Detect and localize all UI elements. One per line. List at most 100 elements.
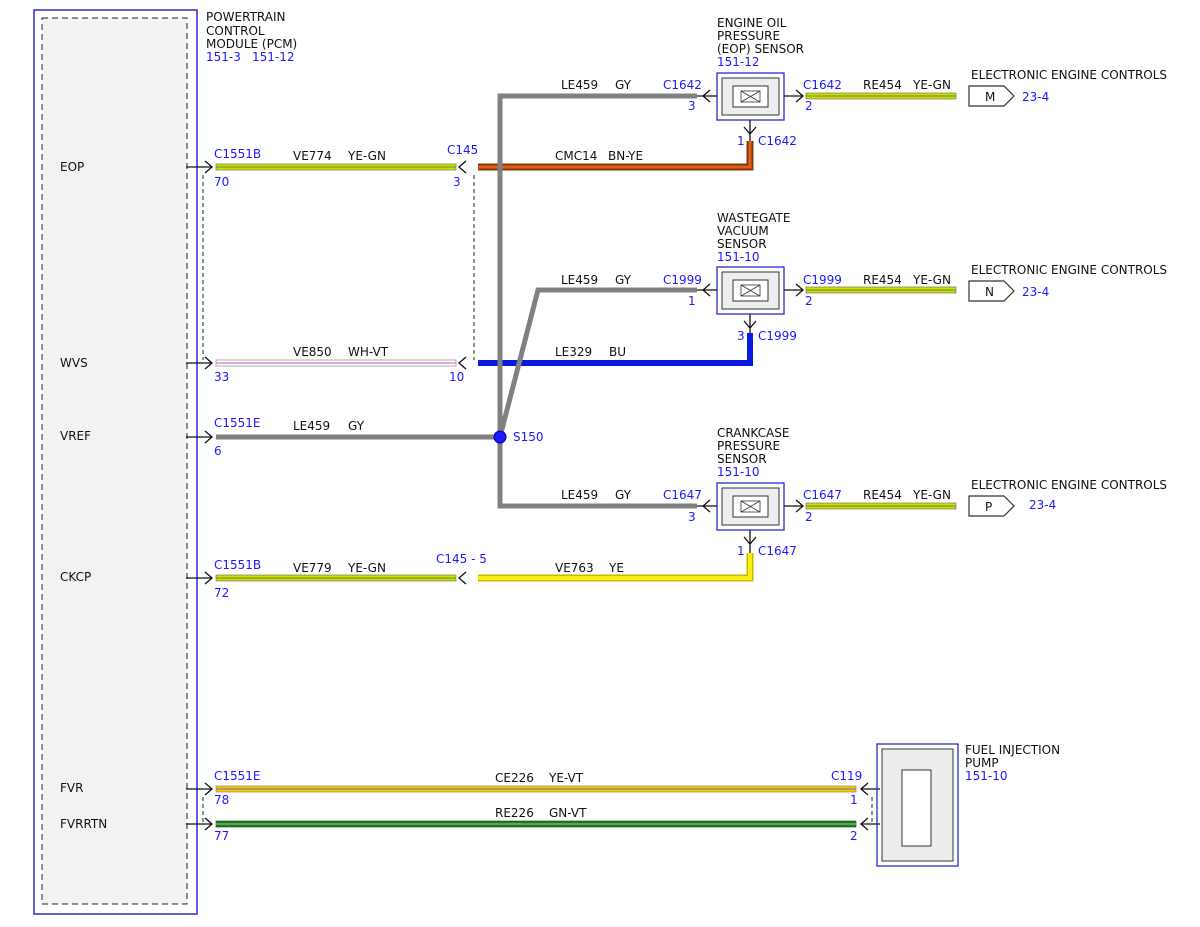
pcm-pin-ckcp: CKCP	[60, 570, 91, 584]
pin-72: 72	[214, 586, 229, 600]
wire-fvr-color: YE-VT	[548, 771, 584, 785]
wire-ckcp-sensor-color: YE	[608, 561, 624, 575]
wvs-sensor-name-line2: VACUUM	[717, 224, 769, 238]
c119-pin-2: 2	[850, 829, 858, 843]
eec-flag-n-letter: N	[985, 285, 994, 299]
wire-vref-pcm-color: GY	[348, 419, 365, 433]
wvs-sensor-ref[interactable]: 151-10	[717, 250, 760, 264]
wire-fvrrtn[interactable]	[215, 820, 857, 828]
conn-c1647-c-pin: 1	[737, 544, 745, 558]
fuel-injection-pump[interactable]	[876, 743, 959, 867]
ckcp-sensor-name-line3: SENSOR	[717, 452, 767, 466]
pin-33: 33	[214, 370, 229, 384]
wire-eec-n-circuit: RE454	[863, 273, 902, 287]
conn-c119[interactable]: C119	[831, 769, 862, 783]
conn-c1647-a[interactable]: C1647	[663, 488, 702, 502]
eec-flag-n[interactable]	[968, 280, 1015, 302]
wire-wvs-pcm-color: WH-VT	[348, 345, 389, 359]
conn-c1642-b-pin: 2	[805, 99, 813, 113]
wire-fvr[interactable]	[215, 785, 857, 793]
conn-c1647-a-pin: 3	[688, 510, 696, 524]
wire-fvrrtn-circuit: RE226	[495, 806, 534, 820]
eec-label-m: ELECTRONIC ENGINE CONTROLS	[971, 68, 1167, 82]
conn-c1551b-eop[interactable]: C1551B	[214, 147, 261, 161]
wire-vref-ckcp-circuit: LE459	[561, 488, 598, 502]
conn-c1647-c[interactable]: C1647	[758, 544, 797, 558]
wire-eec-p-circuit: RE454	[863, 488, 902, 502]
conn-c1999-c-pin: 3	[737, 329, 745, 343]
wire-wvs-sensor-side[interactable]	[478, 333, 753, 366]
pcm-pin-eop: EOP	[60, 160, 84, 174]
wire-ckcp-pcm-side[interactable]	[215, 574, 457, 582]
ckcp-sensor-name-line2: PRESSURE	[717, 439, 780, 453]
splice-s150[interactable]	[493, 430, 507, 444]
fuel-pump-ref[interactable]: 151-10	[965, 769, 1008, 783]
conn-c1642-a[interactable]: C1642	[663, 78, 702, 92]
pcm-pin-fvrrtn: FVRRTN	[60, 817, 107, 831]
conn-c1642-c-pin: 1	[737, 134, 745, 148]
eec-flag-m[interactable]	[968, 85, 1015, 107]
eec-ref-n[interactable]: 23-4	[1022, 285, 1049, 299]
c145-ckcp-arrow	[458, 571, 467, 585]
wire-eop-sensor-circuit: CMC14	[555, 149, 597, 163]
wire-eop-sensor-side[interactable]	[478, 141, 754, 171]
wire-eop-pcm-side[interactable]	[215, 163, 457, 171]
eop-sensor[interactable]	[716, 72, 785, 121]
wvs-sensor-arrows	[697, 283, 804, 333]
conn-c1551b-ckcp[interactable]: C1551B	[214, 558, 261, 572]
eec-flag-p[interactable]	[968, 495, 1015, 517]
conn-c1642-b[interactable]: C1642	[803, 78, 842, 92]
wire-vref-wvs-circuit: LE459	[561, 273, 598, 287]
eec-ref-m[interactable]: 23-4	[1022, 90, 1049, 104]
wire-vref-pcm-circuit: LE459	[293, 419, 330, 433]
eop-sensor-ref[interactable]: 151-12	[717, 55, 760, 69]
pin-78: 78	[214, 793, 229, 807]
pcm-pin-arrows	[186, 160, 213, 831]
conn-c145-eop[interactable]: C145	[447, 143, 478, 157]
pin-6: 6	[214, 444, 222, 458]
wire-eec-m-color: YE-GN	[912, 78, 951, 92]
pcm-pin-vref: VREF	[60, 429, 91, 443]
conn-c1551e-fvr[interactable]: C1551E	[214, 769, 261, 783]
wire-wvs-pcm-circuit: VE850	[293, 345, 332, 359]
conn-c1999-c[interactable]: C1999	[758, 329, 797, 343]
conn-c1647-b[interactable]: C1647	[803, 488, 842, 502]
ckcp-sensor-ref[interactable]: 151-10	[717, 465, 760, 479]
eec-ref-p[interactable]: 23-4	[1029, 498, 1056, 512]
eec-label-n: ELECTRONIC ENGINE CONTROLS	[971, 263, 1167, 277]
wire-ckcp-sensor-side[interactable]	[478, 553, 754, 582]
c1551b-dashed-body	[202, 175, 873, 822]
pcm-module[interactable]	[33, 9, 198, 915]
wire-eec-m[interactable]	[805, 92, 957, 100]
conn-c1999-b-pin: 2	[805, 294, 813, 308]
wire-wvs-sensor-color: BU	[609, 345, 626, 359]
wire-eec-p[interactable]	[805, 502, 957, 510]
conn-c1999-b[interactable]: C1999	[803, 273, 842, 287]
pcm-pin-fvr: FVR	[60, 781, 83, 795]
wire-vref-eop-color: GY	[615, 78, 632, 92]
crankcase-pressure-sensor[interactable]	[716, 482, 785, 531]
pcm-title-line3: MODULE (PCM)	[206, 37, 297, 51]
wire-wvs-pcm-side[interactable]	[215, 359, 457, 367]
wire-vref-wvs-color: GY	[615, 273, 632, 287]
fuel-pump-name-line1: FUEL INJECTION	[965, 743, 1060, 757]
c119-pin-1: 1	[850, 793, 858, 807]
conn-c1642-c[interactable]: C1642	[758, 134, 797, 148]
wire-vref-ckcp-color: GY	[615, 488, 632, 502]
wire-vref-network[interactable]	[216, 93, 697, 509]
conn-c145-ckcp[interactable]: C145 - 5	[436, 552, 487, 566]
pcm-ref-1[interactable]: 151-3	[206, 50, 241, 64]
pcm-ref-2[interactable]: 151-12	[252, 50, 295, 64]
conn-c1642-a-pin: 3	[688, 99, 696, 113]
conn-c1551e-vref[interactable]: C1551E	[214, 416, 261, 430]
wire-eec-m-circuit: RE454	[863, 78, 902, 92]
wire-wvs-sensor-circuit: LE329	[555, 345, 592, 359]
wire-eec-n[interactable]	[805, 286, 957, 294]
wastegate-vacuum-sensor[interactable]	[716, 266, 785, 315]
conn-c1999-a[interactable]: C1999	[663, 273, 702, 287]
wire-ckcp-pcm-color: YE-GN	[347, 561, 386, 575]
wire-eop-pcm-circuit: VE774	[293, 149, 332, 163]
eop-sensor-name-line2: PRESSURE	[717, 29, 780, 43]
c145-wvs-arrow	[458, 356, 467, 370]
pin-10: 10	[449, 370, 464, 384]
